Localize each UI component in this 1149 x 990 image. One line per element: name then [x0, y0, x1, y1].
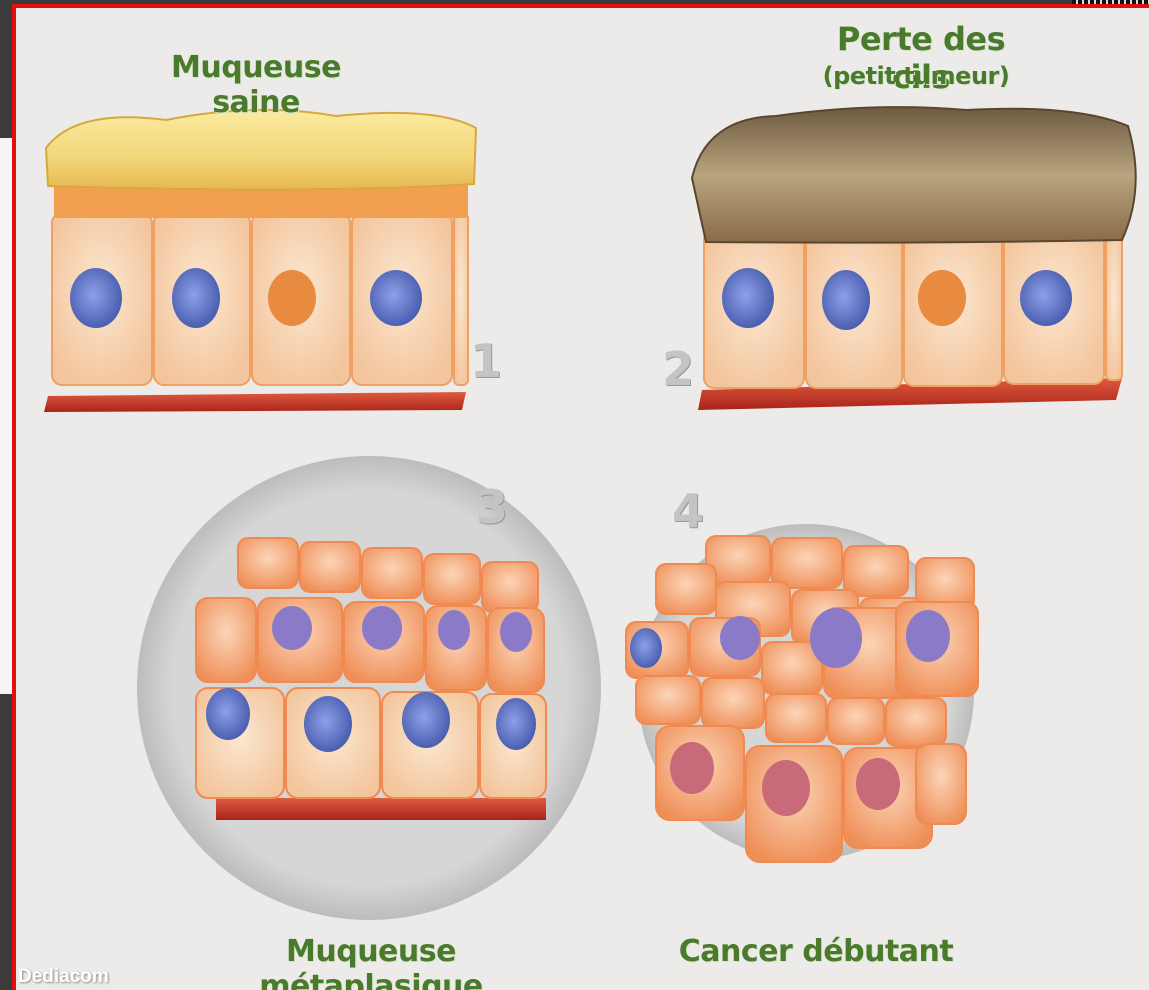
nucleus [810, 608, 862, 668]
panel-4-number: 4 [672, 484, 704, 538]
nucleus [918, 270, 966, 326]
panel-1-healthy-mucosa [44, 110, 476, 412]
panel-1-number: 1 [470, 334, 502, 388]
nucleus [438, 610, 470, 650]
panel-1-title: Muqueuse saine [126, 50, 386, 120]
nucleus [856, 758, 900, 810]
panel-3-number: 3 [476, 480, 508, 534]
nucleus [272, 606, 312, 650]
illustration-canvas [16, 8, 1149, 990]
nucleus [630, 628, 662, 668]
nucleus [362, 606, 402, 650]
mucus-layer [46, 110, 476, 190]
nucleus [822, 270, 870, 330]
nucleus [402, 692, 450, 748]
nucleus [304, 696, 352, 752]
nucleus [670, 742, 714, 794]
cell [1106, 230, 1122, 380]
nucleus [370, 270, 422, 326]
nucleus [268, 270, 316, 326]
cell [454, 213, 468, 385]
nucleus [1020, 270, 1072, 326]
nucleus [500, 612, 532, 652]
panel-3-title: Muqueuse métaplasique [176, 934, 566, 990]
panel-2-subtitle: (petit tumeur) [816, 62, 1016, 90]
panel-2-number: 2 [662, 342, 694, 396]
panel-4-early-cancer [626, 524, 978, 862]
nucleus [762, 760, 810, 816]
panel-4-title: Cancer débutant [676, 934, 956, 969]
nucleus [722, 268, 774, 328]
nucleus [70, 268, 122, 328]
cell-cluster [626, 536, 978, 862]
panel-2-loss-of-cilia [692, 107, 1136, 410]
nucleus [206, 688, 250, 740]
nucleus [720, 616, 760, 660]
cell-cluster [196, 538, 546, 798]
basement-membrane [44, 392, 466, 412]
panel-3-metaplastic-mucosa [137, 456, 601, 920]
mucus-layer [692, 107, 1136, 243]
nucleus [906, 610, 950, 662]
nucleus [172, 268, 220, 328]
diagram-frame: Muqueuse saine Perte des cils (petit tum… [12, 4, 1149, 990]
watermark: Dediacom [18, 966, 109, 988]
nucleus [496, 698, 536, 750]
basement-membrane [216, 798, 546, 820]
